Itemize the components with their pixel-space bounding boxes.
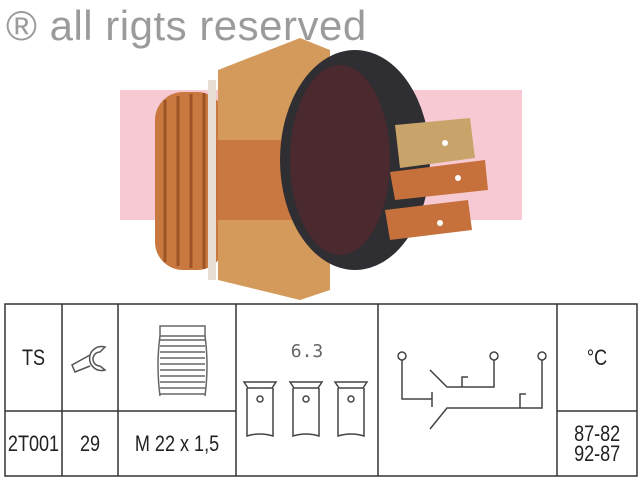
connector-size: 6.3 bbox=[290, 340, 324, 362]
wrench-icon bbox=[71, 345, 107, 373]
temperature-ranges: 87-82 92-87 bbox=[557, 413, 637, 475]
thread-value: M 22 x 1,5 bbox=[134, 430, 220, 456]
watermark-text: ® all rigts reserved bbox=[6, 2, 367, 49]
type-value: 2T001 bbox=[7, 430, 60, 456]
washer bbox=[208, 80, 216, 280]
temperature-range-1: 87-82 bbox=[573, 421, 621, 446]
temperature-range-2: 92-87 bbox=[573, 441, 621, 466]
type-header: TS bbox=[21, 344, 46, 370]
connector-icons bbox=[242, 381, 369, 438]
temperature-unit: °C bbox=[586, 344, 608, 370]
switch-diagram-icon bbox=[397, 351, 547, 430]
wrench-size: 29 bbox=[79, 430, 101, 456]
sensor-cap-face bbox=[290, 65, 390, 255]
terminals bbox=[385, 118, 488, 240]
thread-lines bbox=[163, 93, 206, 269]
table-grid bbox=[4, 303, 638, 477]
product-photo-temperature-switch bbox=[120, 38, 522, 300]
thread-icon bbox=[157, 325, 208, 397]
